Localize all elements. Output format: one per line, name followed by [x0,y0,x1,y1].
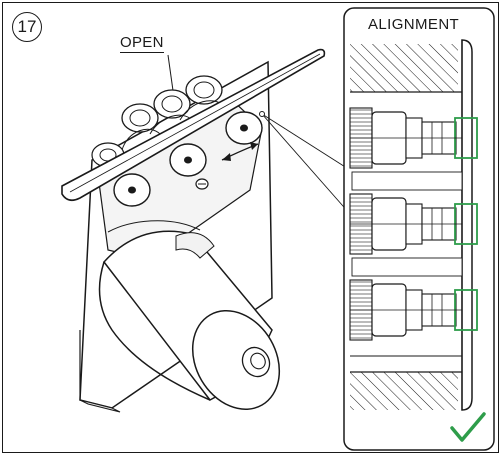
filter-cartridge [98,230,281,411]
tool-bar [61,48,326,202]
step-number-badge: 17 [12,12,42,42]
alignment-cartridge-2 [349,193,478,255]
rotation-arrow-icon [221,142,259,161]
step-number-text: 17 [17,17,37,36]
front-disc-knobs [113,111,263,207]
alignment-cartridge-1 [349,107,478,169]
open-label: OPEN [120,34,164,54]
alignment-title: ALIGNMENT [368,16,460,33]
back-valve-row [91,75,225,168]
figure-border [2,2,499,453]
open-label-text: OPEN [120,34,164,51]
alignment-panel [343,7,495,451]
alignment-cartridge-3 [349,279,478,341]
open-label-underline [120,52,164,54]
check-mark-icon [450,412,486,442]
callout-lines [259,111,351,215]
